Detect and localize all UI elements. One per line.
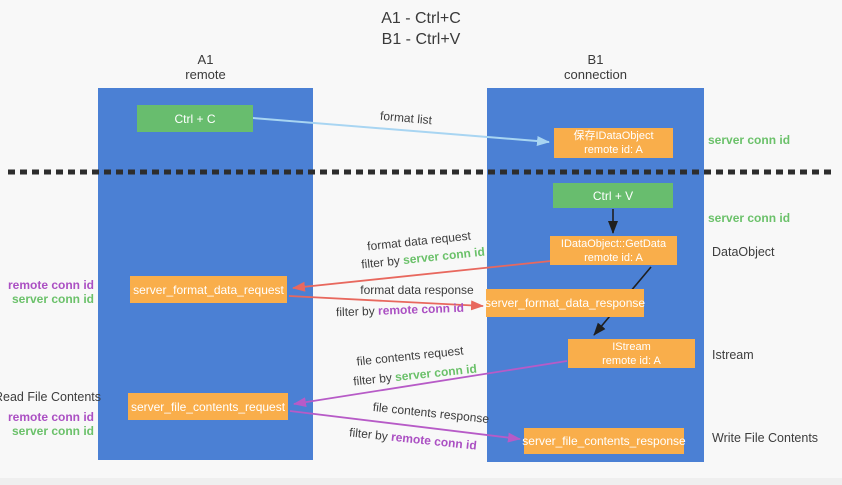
format-data-response-label: format data response — [360, 283, 474, 297]
ctrl-c-box: Ctrl + C — [137, 105, 253, 132]
left-server-conn-id-bottom: server conn id — [11, 424, 94, 438]
right-server-conn-id-mid: server conn id — [708, 211, 791, 225]
istream-side-label: Istream — [712, 348, 754, 362]
server-format-data-request-label: server_format_data_request — [133, 282, 284, 297]
server-file-contents-response-box: server_file_contents_response — [522, 428, 686, 454]
filter-by-text: filter by — [335, 303, 375, 320]
server-format-data-response-label: server_format_data_response — [484, 296, 646, 310]
istream-box: IStream remote id: A — [568, 339, 695, 368]
server-format-data-response-box: server_format_data_response — [484, 289, 646, 317]
bottom-strip — [0, 478, 842, 485]
getdata-line1: IDataObject::GetData — [560, 237, 667, 250]
save-idataobject-line1: 保存IDataObject — [573, 130, 654, 142]
format-list-label: format list — [379, 108, 433, 128]
idataobject-getdata-box: IDataObject::GetData remote id: A — [550, 236, 677, 265]
filter-by-remote-conn-id-label-2: filter by remote conn id — [349, 425, 478, 452]
ctrl-c-label: Ctrl + C — [174, 111, 216, 126]
filter-by-text: filter by — [348, 425, 389, 444]
left-remote-conn-id-bottom: remote conn id — [7, 410, 94, 424]
column-header-a1: A1 remote — [98, 52, 313, 82]
dataobject-label: DataObject — [712, 245, 775, 259]
istream-line2: remote id: A — [602, 354, 661, 367]
read-file-contents-label: Read File Contents — [0, 390, 102, 404]
diagram-title: A1 - Ctrl+C B1 - Ctrl+V — [0, 8, 842, 50]
write-file-contents-label: Write File Contents — [712, 431, 819, 445]
ctrl-v-label: Ctrl + V — [592, 188, 634, 203]
filter-by-remote-conn-id-label-1: filter by remote conn id — [336, 301, 464, 319]
column-b1-sublabel: connection — [564, 67, 627, 82]
getdata-line2: remote id: A — [584, 251, 643, 264]
save-idataobject-line2: remote id: A — [584, 144, 643, 156]
istream-line1: IStream — [612, 340, 651, 353]
server-format-data-request-box: server_format_data_request — [130, 276, 287, 303]
remote-conn-id-text: remote conn id — [377, 300, 465, 318]
file-contents-response-label: file contents response — [372, 399, 490, 427]
server-file-contents-response-label: server_file_contents_response — [522, 434, 686, 448]
server-conn-id-text: server conn id — [394, 361, 478, 385]
left-server-conn-id-top: server conn id — [11, 292, 94, 306]
ctrl-v-box: Ctrl + V — [553, 183, 673, 208]
column-a1-label: A1 — [197, 52, 214, 67]
server-file-contents-request-label: server_file_contents_request — [130, 399, 286, 414]
right-server-conn-id-top: server conn id — [708, 133, 791, 147]
save-idataobject-box: 保存IDataObject remote id: A — [554, 128, 673, 158]
left-remote-conn-id-top: remote conn id — [7, 278, 94, 292]
remote-conn-id-text: remote conn id — [390, 429, 478, 453]
server-file-contents-request-box: server_file_contents_request — [128, 393, 288, 420]
filter-by-text: filter by — [360, 253, 401, 272]
column-header-b1: B1 connection — [487, 52, 704, 82]
filter-by-text: filter by — [352, 370, 393, 389]
title-line-2: B1 - Ctrl+V — [381, 31, 461, 48]
column-b1-label: B1 — [587, 52, 604, 67]
column-a1-sublabel: remote — [185, 67, 226, 82]
title-line-1: A1 - Ctrl+C — [381, 10, 461, 27]
